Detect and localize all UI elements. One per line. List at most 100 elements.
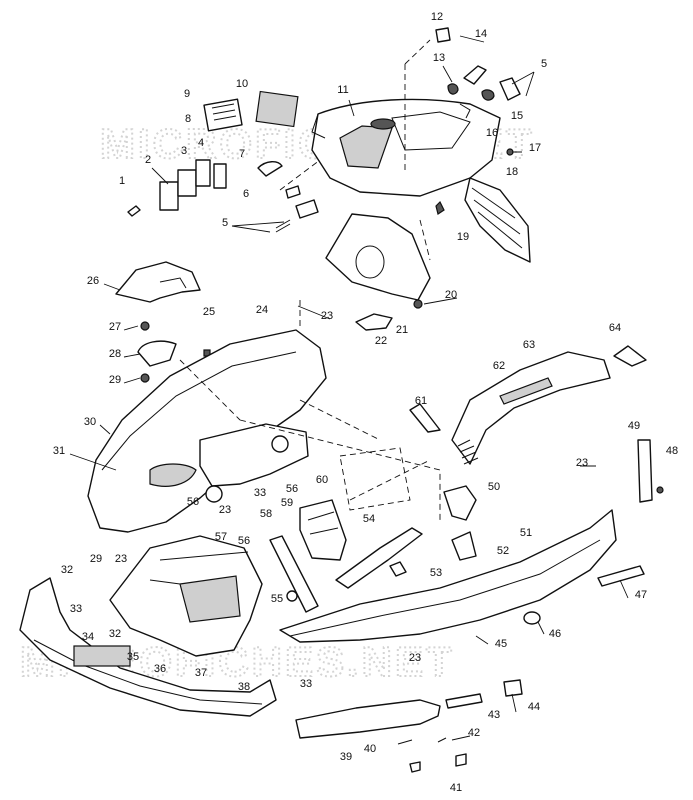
bracket-28 — [137, 340, 177, 367]
callout-27: 27 — [109, 321, 121, 333]
pad-26 — [115, 261, 201, 303]
callout-64: 64 — [609, 322, 621, 334]
bracket-52 — [451, 531, 477, 561]
console-hood — [311, 98, 531, 263]
callout-53: 53 — [430, 567, 442, 579]
decal-47 — [597, 565, 645, 587]
callout-44: 44 — [528, 701, 540, 713]
front-hood-24 — [87, 329, 327, 533]
callout-62: 62 — [493, 360, 505, 372]
callout-42: 42 — [468, 727, 480, 739]
callout-11: 11 — [337, 84, 348, 96]
callout-33: 33 — [300, 678, 312, 690]
small-parts-top-left — [127, 90, 319, 233]
callout-61: 61 — [415, 395, 427, 407]
callout-8: 8 — [185, 113, 191, 125]
callout-36: 36 — [154, 663, 166, 675]
callout-49: 49 — [628, 420, 640, 432]
callout-5: 5 — [541, 58, 547, 70]
callout-41: 41 — [450, 782, 462, 794]
callout-40: 40 — [364, 743, 376, 755]
callout-33: 33 — [70, 603, 82, 615]
callout-2: 2 — [145, 154, 151, 166]
callout-24: 24 — [256, 304, 268, 316]
callout-4: 4 — [198, 137, 204, 149]
callout-31: 31 — [53, 445, 65, 457]
callout-51: 51 — [520, 527, 532, 539]
callout-1: 1 — [119, 175, 125, 187]
bracket-49 — [637, 439, 653, 503]
bumper-38 — [19, 577, 277, 717]
callout-35: 35 — [127, 651, 139, 663]
callout-45: 45 — [495, 638, 507, 650]
callout-47: 47 — [635, 589, 647, 601]
callout-10: 10 — [236, 78, 248, 90]
callout-57: 57 — [215, 531, 227, 543]
callout-37: 37 — [195, 667, 207, 679]
callout-22: 22 — [375, 335, 387, 347]
callout-14: 14 — [475, 28, 487, 40]
callout-39: 39 — [340, 751, 352, 763]
callout-52: 52 — [497, 545, 509, 557]
callout-48: 48 — [666, 445, 678, 457]
callout-55: 55 — [271, 593, 283, 605]
callout-16: 16 — [486, 127, 498, 139]
callout-60: 60 — [316, 474, 328, 486]
callout-38: 38 — [238, 681, 250, 693]
callout-56: 56 — [187, 496, 199, 508]
callout-23: 23 — [321, 310, 333, 322]
callout-56: 56 — [286, 483, 298, 495]
hood-bracket-21 — [325, 213, 431, 301]
callout-50: 50 — [488, 481, 500, 493]
callout-25: 25 — [203, 306, 215, 318]
bracket-54 — [335, 527, 423, 589]
callout-30: 30 — [84, 416, 96, 428]
small-parts-top-right — [413, 27, 521, 309]
callout-23: 23 — [576, 457, 588, 469]
callout-3: 3 — [181, 145, 187, 157]
callout-34: 34 — [82, 631, 94, 643]
callout-26: 26 — [87, 275, 99, 287]
callout-20: 20 — [445, 289, 457, 301]
callout-32: 32 — [61, 564, 73, 576]
callout-59: 59 — [281, 497, 293, 509]
callout-54: 54 — [363, 513, 375, 525]
callout-5: 5 — [222, 217, 228, 229]
callout-7: 7 — [239, 148, 245, 160]
callout-18: 18 — [506, 166, 518, 178]
callout-32: 32 — [109, 628, 121, 640]
lower-pan-45 — [279, 509, 617, 643]
skid-39 — [295, 699, 441, 739]
clip-64 — [613, 345, 647, 367]
cap-44 — [503, 679, 523, 697]
callout-56: 56 — [238, 535, 250, 547]
callout-23: 23 — [409, 652, 421, 664]
shield-59 — [299, 499, 347, 561]
callout-29: 29 — [109, 374, 121, 386]
callout-23: 23 — [115, 553, 127, 565]
callout-29: 29 — [90, 553, 102, 565]
callout-28: 28 — [109, 348, 121, 360]
callout-6: 6 — [243, 188, 249, 200]
callout-15: 15 — [511, 110, 523, 122]
callout-19: 19 — [457, 231, 469, 243]
callout-58: 58 — [260, 508, 272, 520]
bracket-50 — [443, 485, 477, 521]
callout-17: 17 — [529, 142, 541, 154]
plate-43 — [445, 693, 483, 709]
callout-33: 33 — [254, 487, 266, 499]
callout-12: 12 — [431, 11, 443, 23]
callout-46: 46 — [549, 628, 561, 640]
clip-61 — [409, 403, 441, 433]
callout-21: 21 — [396, 324, 408, 336]
bar-58 — [269, 535, 319, 613]
callout-43: 43 — [488, 709, 500, 721]
clip-22 — [355, 313, 393, 331]
side-cowl-62 — [451, 351, 611, 465]
callout-13: 13 — [433, 52, 445, 64]
callout-9: 9 — [184, 88, 190, 100]
callout-63: 63 — [523, 339, 535, 351]
